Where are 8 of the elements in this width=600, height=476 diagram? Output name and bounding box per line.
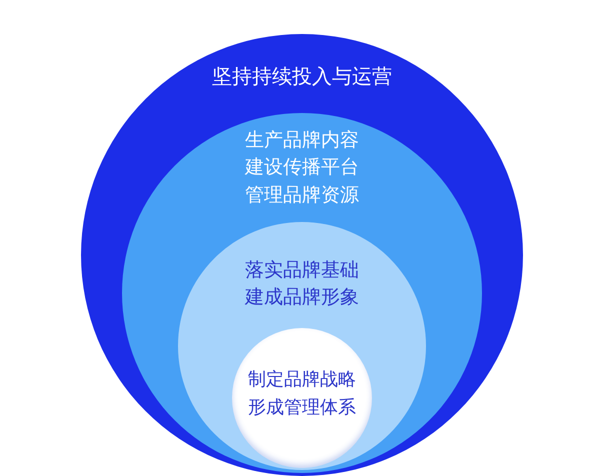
- circle-label: 坚持持续投入与运营: [212, 64, 392, 88]
- circle-label: 形成管理体系: [248, 397, 356, 419]
- circle-label: 建设传播平台: [245, 156, 359, 179]
- circle-label: 管理品牌资源: [245, 184, 359, 206]
- circle-label: 建成品牌形象: [245, 286, 359, 308]
- circle-label: 落实品牌基础: [245, 258, 359, 282]
- circle-label: 生产品牌内容: [245, 128, 359, 152]
- circle-label: 制定品牌战略: [248, 369, 356, 391]
